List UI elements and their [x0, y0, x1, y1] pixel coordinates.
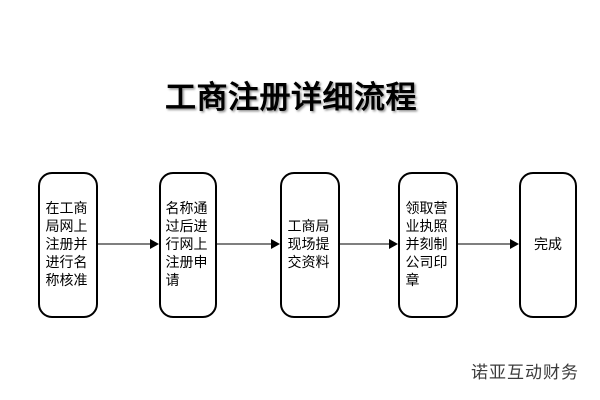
- flow-arrow-2: [217, 239, 280, 249]
- flow-step-3-label: 工商局现场提交资料: [287, 219, 330, 271]
- flow-step-4-label: 领取营业执照并刻制公司印章: [405, 201, 448, 289]
- arrow-line: [217, 243, 272, 245]
- arrow-line: [98, 243, 151, 245]
- flow-arrow-4: [458, 239, 519, 249]
- flow-step-1-label: 在工商局网上注册并进行名称核准: [45, 201, 88, 289]
- arrow-line: [458, 243, 511, 245]
- flow-step-4: 领取营业执照并刻制公司印章: [398, 172, 458, 318]
- flow-step-2: 名称通过后进行网上注册申请: [159, 172, 217, 318]
- arrow-right-icon: [510, 239, 519, 249]
- flow-step-5: 完成: [519, 172, 577, 318]
- arrow-line: [340, 243, 390, 245]
- flow-arrow-1: [98, 239, 159, 249]
- flow-step-1: 在工商局网上注册并进行名称核准: [38, 172, 98, 318]
- brand-watermark: 诺亚互动财务: [471, 363, 579, 383]
- flow-step-5-label: 完成: [534, 237, 562, 253]
- flow-step-2-label: 名称通过后进行网上注册申请: [165, 201, 208, 289]
- arrow-right-icon: [150, 239, 159, 249]
- page-title: 工商注册详细流程: [165, 80, 417, 116]
- flow-step-3: 工商局现场提交资料: [280, 172, 340, 318]
- arrow-right-icon: [389, 239, 398, 249]
- flow-arrow-3: [340, 239, 398, 249]
- arrow-right-icon: [271, 239, 280, 249]
